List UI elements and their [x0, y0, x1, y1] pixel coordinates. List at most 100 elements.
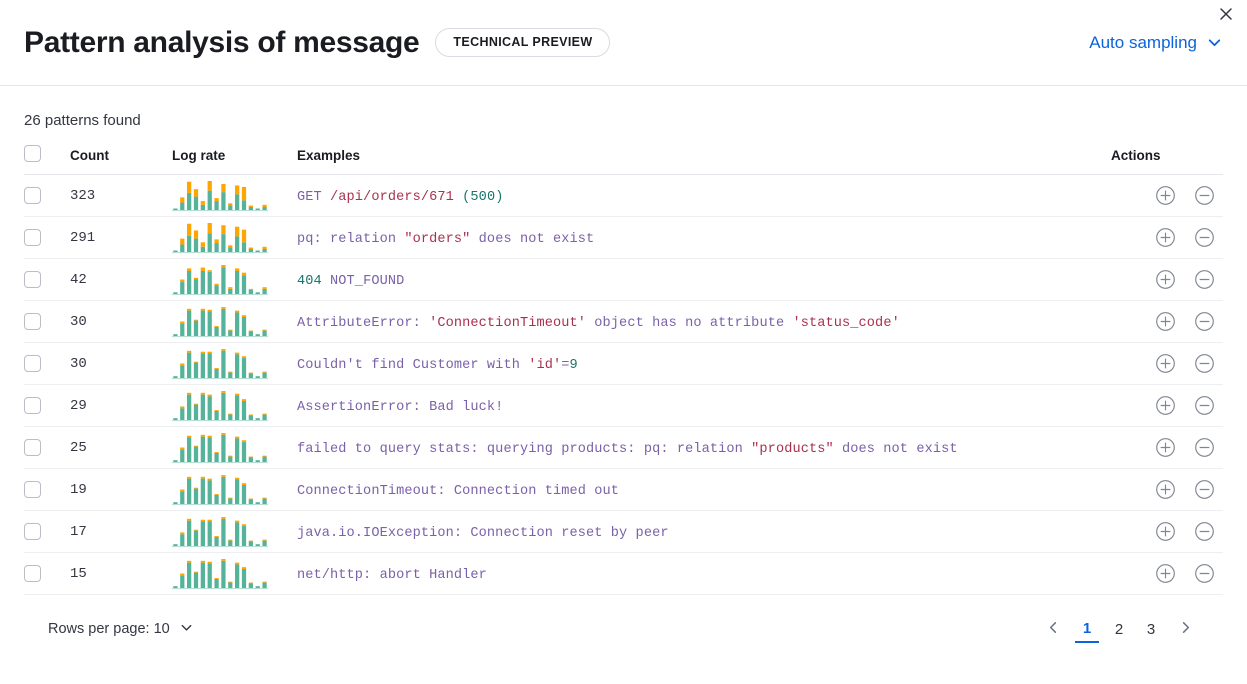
row-count: 42 — [70, 258, 172, 301]
example-token: 9 — [569, 357, 578, 373]
pagination-next[interactable] — [1171, 615, 1199, 643]
row-select-cell — [24, 510, 70, 553]
circle-minus-icon[interactable] — [1194, 227, 1215, 248]
pagination-previous[interactable] — [1039, 615, 1067, 643]
page-title: Pattern analysis of message — [24, 25, 420, 59]
example-token: does not exist — [833, 441, 958, 457]
circle-minus-icon[interactable] — [1194, 479, 1215, 500]
row-select-cell — [24, 552, 70, 595]
row-actions-cell — [1111, 510, 1223, 553]
row-log-rate-sparkline — [172, 258, 297, 301]
circle-plus-icon[interactable] — [1155, 353, 1176, 374]
chevron-right-icon — [1178, 620, 1193, 639]
row-select-cell — [24, 300, 70, 343]
row-example: failed to query stats: querying products… — [297, 426, 1111, 469]
patterns-table: Count Log rate Examples Actions 323 GET … — [24, 145, 1223, 595]
row-checkbox[interactable] — [24, 313, 41, 330]
rows-per-page-label: Rows per page: 10 — [48, 621, 170, 637]
column-header-examples[interactable]: Examples — [297, 145, 1111, 175]
row-checkbox[interactable] — [24, 355, 41, 372]
auto-sampling-dropdown[interactable]: Auto sampling — [1089, 33, 1223, 53]
example-token: java.io.IOException: Connection reset by… — [297, 525, 669, 541]
circle-minus-icon[interactable] — [1194, 269, 1215, 290]
column-header-log-rate[interactable]: Log rate — [172, 145, 297, 175]
close-button[interactable] — [1212, 2, 1240, 30]
column-header-count[interactable]: Count — [70, 145, 172, 175]
table-row: 291 pq: relation "orders" does not exist — [24, 216, 1223, 259]
circle-minus-icon[interactable] — [1194, 311, 1215, 332]
select-all-checkbox[interactable] — [24, 145, 41, 162]
dialog-body: 26 patterns found Count Log rate Example… — [0, 86, 1247, 643]
row-count: 30 — [70, 300, 172, 343]
pagination-page-3[interactable]: 3 — [1146, 620, 1156, 638]
circle-minus-icon[interactable] — [1194, 563, 1215, 584]
circle-plus-icon[interactable] — [1155, 521, 1176, 542]
row-checkbox[interactable] — [24, 523, 41, 540]
row-count: 19 — [70, 468, 172, 511]
row-select-cell — [24, 342, 70, 385]
row-example: ConnectionTimeout: Connection timed out — [297, 468, 1111, 511]
example-token: object has no attribute — [586, 315, 793, 331]
circle-plus-icon[interactable] — [1155, 563, 1176, 584]
rows-per-page-selector[interactable]: Rows per page: 10 — [34, 620, 194, 639]
row-actions-cell — [1111, 468, 1223, 511]
row-select-cell — [24, 258, 70, 301]
circle-minus-icon[interactable] — [1194, 185, 1215, 206]
row-log-rate-sparkline — [172, 510, 297, 553]
example-token: failed to query stats: querying products… — [297, 441, 752, 457]
row-count: 25 — [70, 426, 172, 469]
row-checkbox[interactable] — [24, 565, 41, 582]
circle-minus-icon[interactable] — [1194, 521, 1215, 542]
row-count: 323 — [70, 174, 172, 217]
row-checkbox[interactable] — [24, 439, 41, 456]
row-example: java.io.IOException: Connection reset by… — [297, 510, 1111, 553]
technical-preview-badge: TECHNICAL PREVIEW — [435, 27, 611, 58]
circle-minus-icon[interactable] — [1194, 395, 1215, 416]
circle-plus-icon[interactable] — [1155, 395, 1176, 416]
table-row: 42 404 NOT_FOUND — [24, 258, 1223, 301]
row-example: 404 NOT_FOUND — [297, 258, 1111, 301]
row-count: 291 — [70, 216, 172, 259]
example-token: 404 — [297, 273, 322, 289]
example-token: AssertionError: Bad luck! — [297, 399, 504, 415]
pagination-page-1[interactable]: 1 — [1075, 615, 1099, 643]
circle-plus-icon[interactable] — [1155, 269, 1176, 290]
circle-plus-icon[interactable] — [1155, 311, 1176, 332]
row-example: pq: relation "orders" does not exist — [297, 216, 1111, 259]
circle-plus-icon[interactable] — [1155, 227, 1176, 248]
row-example: Couldn't find Customer with 'id'=9 — [297, 342, 1111, 385]
example-token: 'id' — [528, 357, 562, 373]
select-all-header — [24, 145, 70, 175]
row-log-rate-sparkline — [172, 216, 297, 259]
table-row: 30 AttributeError: 'ConnectionTimeout' o… — [24, 300, 1223, 343]
circle-plus-icon[interactable] — [1155, 479, 1176, 500]
close-icon — [1218, 6, 1234, 27]
circle-plus-icon[interactable] — [1155, 437, 1176, 458]
circle-minus-icon[interactable] — [1194, 437, 1215, 458]
row-checkbox[interactable] — [24, 271, 41, 288]
row-actions-cell — [1111, 300, 1223, 343]
row-example: GET /api/orders/671 (500) — [297, 174, 1111, 217]
pagination-page-2[interactable]: 2 — [1114, 620, 1124, 638]
example-token: GET — [297, 189, 331, 205]
row-actions-cell — [1111, 384, 1223, 427]
circle-minus-icon[interactable] — [1194, 353, 1215, 374]
row-example: AttributeError: 'ConnectionTimeout' obje… — [297, 300, 1111, 343]
row-actions-cell — [1111, 552, 1223, 595]
row-actions-cell — [1111, 174, 1223, 217]
row-checkbox[interactable] — [24, 481, 41, 498]
row-checkbox[interactable] — [24, 229, 41, 246]
circle-plus-icon[interactable] — [1155, 185, 1176, 206]
row-checkbox[interactable] — [24, 397, 41, 414]
example-token: "orders" — [404, 231, 471, 247]
example-token: NOT_FOUND — [321, 273, 405, 289]
auto-sampling-label: Auto sampling — [1089, 32, 1197, 52]
example-token: = — [561, 357, 570, 373]
dialog-header: Pattern analysis of message TECHNICAL PR… — [0, 0, 1247, 86]
row-count: 29 — [70, 384, 172, 427]
row-checkbox[interactable] — [24, 187, 41, 204]
example-token: ConnectionTimeout: Connection timed out — [297, 483, 620, 499]
example-token: does not exist — [470, 231, 595, 247]
column-header-actions: Actions — [1111, 145, 1223, 175]
